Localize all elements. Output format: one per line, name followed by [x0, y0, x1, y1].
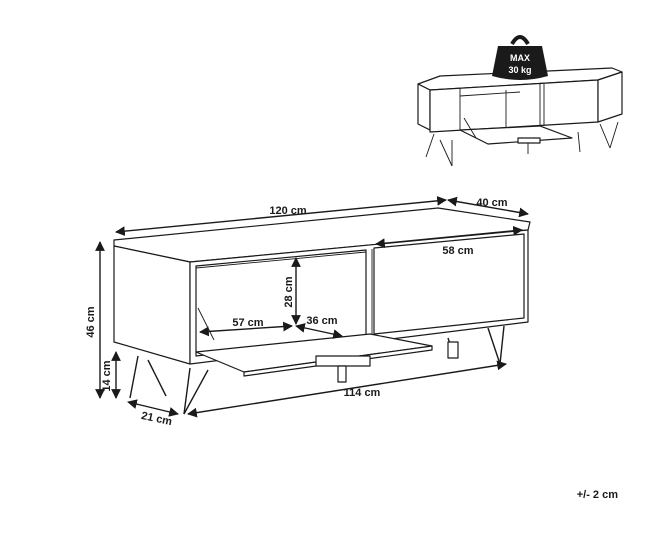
dim-drawer-width: 58 cm — [442, 245, 473, 257]
tolerance-note: +/- 2 cm — [577, 489, 618, 501]
dim-leg-height: 14 cm — [101, 360, 113, 391]
dim-width-total: 120 cm — [269, 205, 307, 217]
max-weight-icon: MAX 30 kg — [492, 35, 548, 80]
preview-furniture — [417, 67, 623, 167]
main-furniture — [113, 207, 531, 415]
max-weight-line1: MAX — [510, 53, 530, 63]
dim-leg-span: 114 cm — [344, 387, 381, 399]
dim-compartment-depth: 36 cm — [306, 315, 337, 327]
dim-leg-depth: 21 cm — [140, 410, 173, 428]
dim-compartment-height: 28 cm — [283, 276, 295, 307]
dim-depth: 40 cm — [476, 197, 507, 209]
max-weight-line2: 30 kg — [508, 65, 531, 75]
dim-height-total: 46 cm — [85, 306, 97, 337]
dim-compartment-width: 57 cm — [232, 317, 263, 329]
